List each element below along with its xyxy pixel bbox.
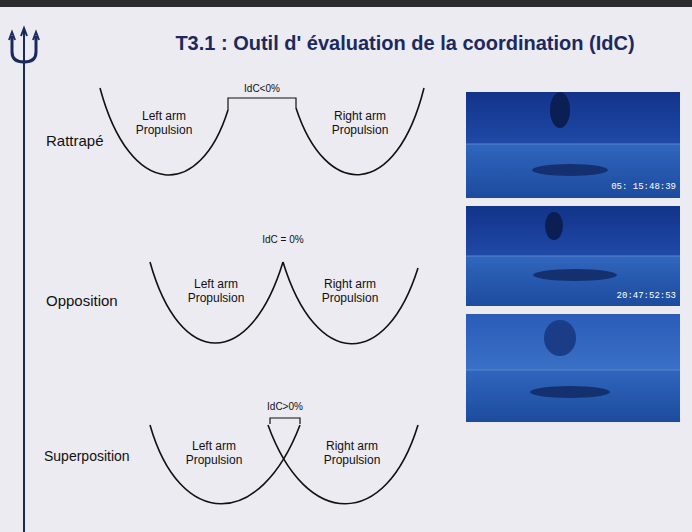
trident-logo	[9, 28, 39, 532]
phase-label: Left arm Propulsion	[176, 440, 252, 468]
coordination-mode: Rattrapé	[46, 132, 104, 149]
video-timestamp: 05: 15:48:39	[611, 182, 676, 192]
phase-label: Right arm Propulsion	[312, 278, 388, 306]
screen-bezel	[0, 0, 692, 7]
idc-value: IdC>0%	[253, 401, 317, 413]
phase-label: Left arm Propulsion	[178, 278, 254, 306]
idc-value: IdC<0%	[230, 83, 294, 95]
coordination-mode: Opposition	[46, 292, 118, 309]
video-timestamp: 20:47:52:53	[617, 291, 676, 301]
phase-label: Right arm Propulsion	[322, 110, 398, 138]
idc-value: IdC = 0%	[251, 234, 315, 246]
phase-label: Left arm Propulsion	[126, 110, 202, 138]
slide-title: T3.1 : Outil d' évaluation de la coordin…	[135, 32, 675, 55]
propulsion-curves	[100, 88, 424, 504]
coordination-mode: Superposition	[44, 448, 130, 464]
phase-label: Right arm Propulsion	[314, 440, 390, 468]
video-stills	[466, 92, 680, 422]
